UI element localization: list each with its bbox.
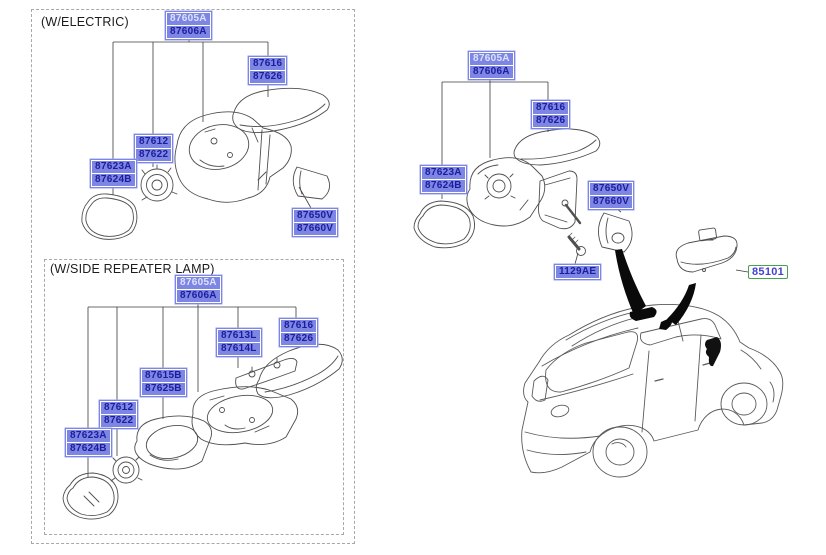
part-label-cover-electric[interactable]: 87616 87626 [248, 56, 288, 85]
part-number[interactable]: 87622 [135, 148, 173, 162]
part-number[interactable]: 87626 [532, 114, 570, 128]
arrow-to-door-mirror-location [615, 249, 646, 315]
part-number[interactable]: 87622 [100, 414, 138, 428]
part-number[interactable]: 87616 [249, 57, 287, 71]
part-number[interactable]: 87605A [176, 276, 221, 290]
part-number[interactable]: 87624B [421, 179, 466, 193]
pointer-arrows [615, 249, 696, 330]
side-repeater-lamp [235, 357, 298, 390]
part-number[interactable]: 87626 [249, 70, 287, 84]
part-number[interactable]: 87650V [589, 182, 634, 196]
part-number[interactable]: 87623A [421, 166, 466, 180]
repeater-housing-front [134, 415, 212, 470]
arrow-to-rearview-mirror-location [667, 283, 696, 325]
vehicle-hatchback [521, 304, 784, 478]
part-label-inside-mirror-selected[interactable]: 85101 [748, 265, 789, 279]
electric-section-title: (W/ELECTRIC) [41, 15, 129, 29]
part-number[interactable]: 87614L [217, 342, 261, 356]
vehicle-far-side-mirror [705, 337, 721, 367]
part-label-bolt[interactable]: 1129AE [554, 264, 602, 280]
part-label-cover-main[interactable]: 87616 87626 [531, 100, 571, 129]
part-number[interactable]: 87660V [293, 222, 338, 236]
electric-section-box [31, 9, 355, 544]
mounting-bolt [567, 232, 586, 256]
repeater-housing-rear [191, 386, 299, 446]
part-number[interactable]: 87612 [135, 135, 173, 149]
door-mirror-location-marker [629, 307, 657, 321]
part-label-glass-repeater[interactable]: 87623A 87624B [65, 428, 112, 457]
part-number[interactable]: 87624B [91, 173, 136, 187]
part-label-garnish-electric[interactable]: 87650V 87660V [292, 208, 339, 237]
part-number[interactable]: 87660V [589, 195, 634, 209]
part-label-repeater-lamp[interactable]: 87613L 87614L [216, 328, 262, 357]
part-number[interactable]: 87606A [469, 65, 514, 79]
part-label-cover-repeater[interactable]: 87616 87626 [279, 318, 319, 347]
electric-mirror-actuator [140, 164, 178, 202]
main-mirror-garnish [598, 212, 633, 253]
part-number[interactable]: 87615B [141, 369, 186, 383]
inside-rearview-mirror [675, 227, 738, 273]
main-mirror-housing [466, 157, 546, 227]
main-mirror-glass [413, 200, 475, 249]
part-number[interactable]: 85101 [748, 265, 789, 279]
part-number[interactable]: 87616 [280, 319, 318, 333]
part-label-actuator-repeater[interactable]: 87612 87622 [99, 400, 139, 429]
part-number[interactable]: 87623A [66, 429, 111, 443]
part-label-garnish-main[interactable]: 87650V 87660V [588, 181, 635, 210]
rearview-mirror-location-marker [659, 317, 673, 330]
main-mirror-cover [513, 128, 601, 166]
part-label-mirror-assy-main[interactable]: 87605A 87606A [468, 51, 515, 80]
part-number[interactable]: 87605A [166, 12, 211, 26]
part-number[interactable]: 87624B [66, 442, 111, 456]
electric-mirror-garnish [292, 166, 331, 200]
electric-mirror-glass [81, 193, 138, 240]
part-number[interactable]: 87606A [166, 25, 211, 39]
leader-lines [87, 36, 749, 477]
part-label-bezel-repeater[interactable]: 87615B 87625B [140, 368, 187, 397]
part-number[interactable]: 87626 [280, 332, 318, 346]
part-number[interactable]: 87625B [141, 382, 186, 396]
part-number[interactable]: 87650V [293, 209, 338, 223]
main-mounting-bracket [538, 170, 582, 230]
repeater-mirror-glass [62, 472, 119, 520]
repeater-section-title: (W/SIDE REPEATER LAMP) [50, 262, 215, 276]
part-label-actuator-electric[interactable]: 87612 87622 [134, 134, 174, 163]
electric-mirror-housing [174, 111, 292, 203]
part-number[interactable]: 1129AE [555, 265, 601, 279]
repeater-mirror-actuator [110, 456, 143, 484]
part-number[interactable]: 87613L [217, 329, 261, 343]
part-number[interactable]: 87606A [176, 289, 221, 303]
part-number[interactable]: 87612 [100, 401, 138, 415]
part-number[interactable]: 87616 [532, 101, 570, 115]
part-label-mirror-assy-electric[interactable]: 87605A 87606A [165, 11, 212, 40]
electric-mirror-cover [232, 87, 330, 133]
repeater-lamp-section-box [44, 259, 344, 535]
repeater-mirror-cover [255, 343, 343, 399]
part-number[interactable]: 87623A [91, 160, 136, 174]
part-label-glass-electric[interactable]: 87623A 87624B [90, 159, 137, 188]
part-label-mirror-assy-repeater[interactable]: 87605A 87606A [175, 275, 222, 304]
part-label-glass-main[interactable]: 87623A 87624B [420, 165, 467, 194]
part-number[interactable]: 87605A [469, 52, 514, 66]
